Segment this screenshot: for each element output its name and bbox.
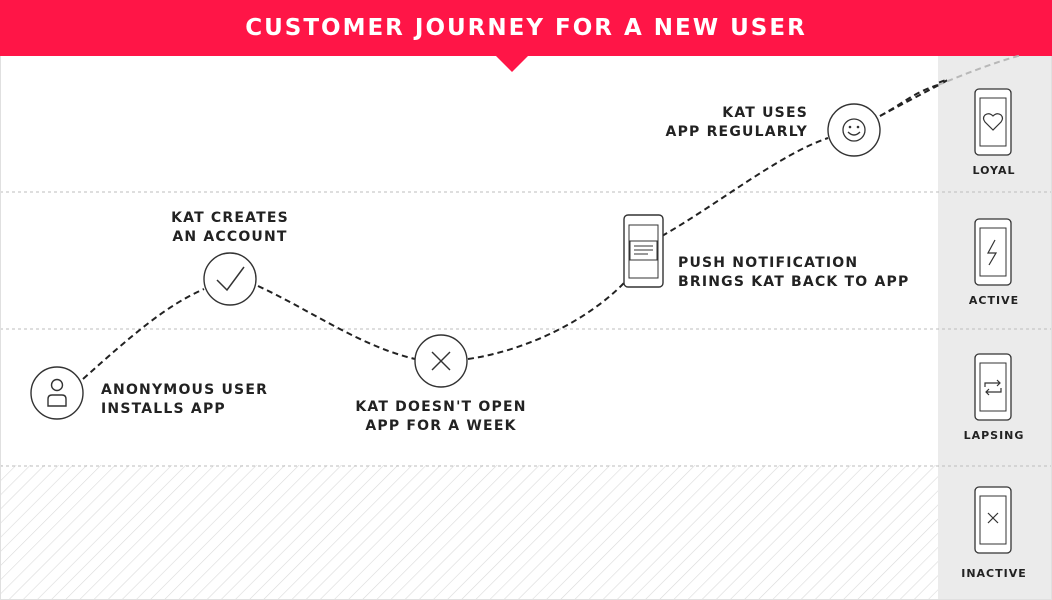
- phone-notification-icon: [623, 214, 664, 288]
- step-label-line: BRINGS KAT BACK TO APP: [678, 274, 910, 290]
- journey-path-end: [879, 84, 939, 117]
- stage-loyal-heart-icon: [974, 88, 1012, 156]
- title-banner: [0, 0, 1052, 56]
- step-label-push-notification: PUSH NOTIFICATION BRINGS KAT BACK TO APP: [678, 254, 909, 292]
- step-label-line: APP REGULARLY: [665, 124, 808, 140]
- x-icon: [414, 334, 468, 388]
- step-label-line: ANONYMOUS USER: [101, 382, 269, 398]
- stage-active-lightning-icon: [974, 218, 1012, 286]
- checkmark-icon: [203, 252, 257, 306]
- step-label-line: APP FOR A WEEK: [365, 418, 517, 434]
- step-label-regular-use: KAT USES APP REGULARLY: [640, 104, 808, 142]
- stage-label-loyal: LOYAL: [972, 164, 1016, 177]
- stage-lapsing-repeat-arrows-icon: [974, 353, 1012, 421]
- banner-pointer: [496, 56, 528, 72]
- stage-inactive-x-icon: [974, 486, 1012, 554]
- step-label-line: PUSH NOTIFICATION: [678, 255, 859, 271]
- step-label-line: KAT CREATES: [171, 210, 289, 226]
- journey-path-continuation: [937, 54, 1023, 86]
- stage-label-inactive: INACTIVE: [961, 567, 1027, 580]
- step-label-line: KAT USES: [722, 105, 808, 121]
- stage-label-lapsing: LAPSING: [963, 429, 1025, 442]
- page-title: CUSTOMER JOURNEY FOR A NEW USER: [245, 15, 807, 41]
- step-label-line: AN ACCOUNT: [172, 229, 288, 245]
- smiley-icon: [827, 103, 881, 157]
- inactive-zone: [0, 465, 938, 600]
- step-label-inactive-week: KAT DOESN'T OPEN APP FOR A WEEK: [341, 398, 541, 436]
- step-label-line: INSTALLS APP: [101, 401, 226, 417]
- step-label-line: KAT DOESN'T OPEN: [355, 399, 527, 415]
- journey-path: [82, 78, 949, 380]
- stage-label-active: ACTIVE: [968, 294, 1020, 307]
- person-icon: [30, 366, 84, 420]
- step-label-create-account: KAT CREATES AN ACCOUNT: [150, 209, 310, 247]
- step-label-install: ANONYMOUS USER INSTALLS APP: [101, 381, 268, 419]
